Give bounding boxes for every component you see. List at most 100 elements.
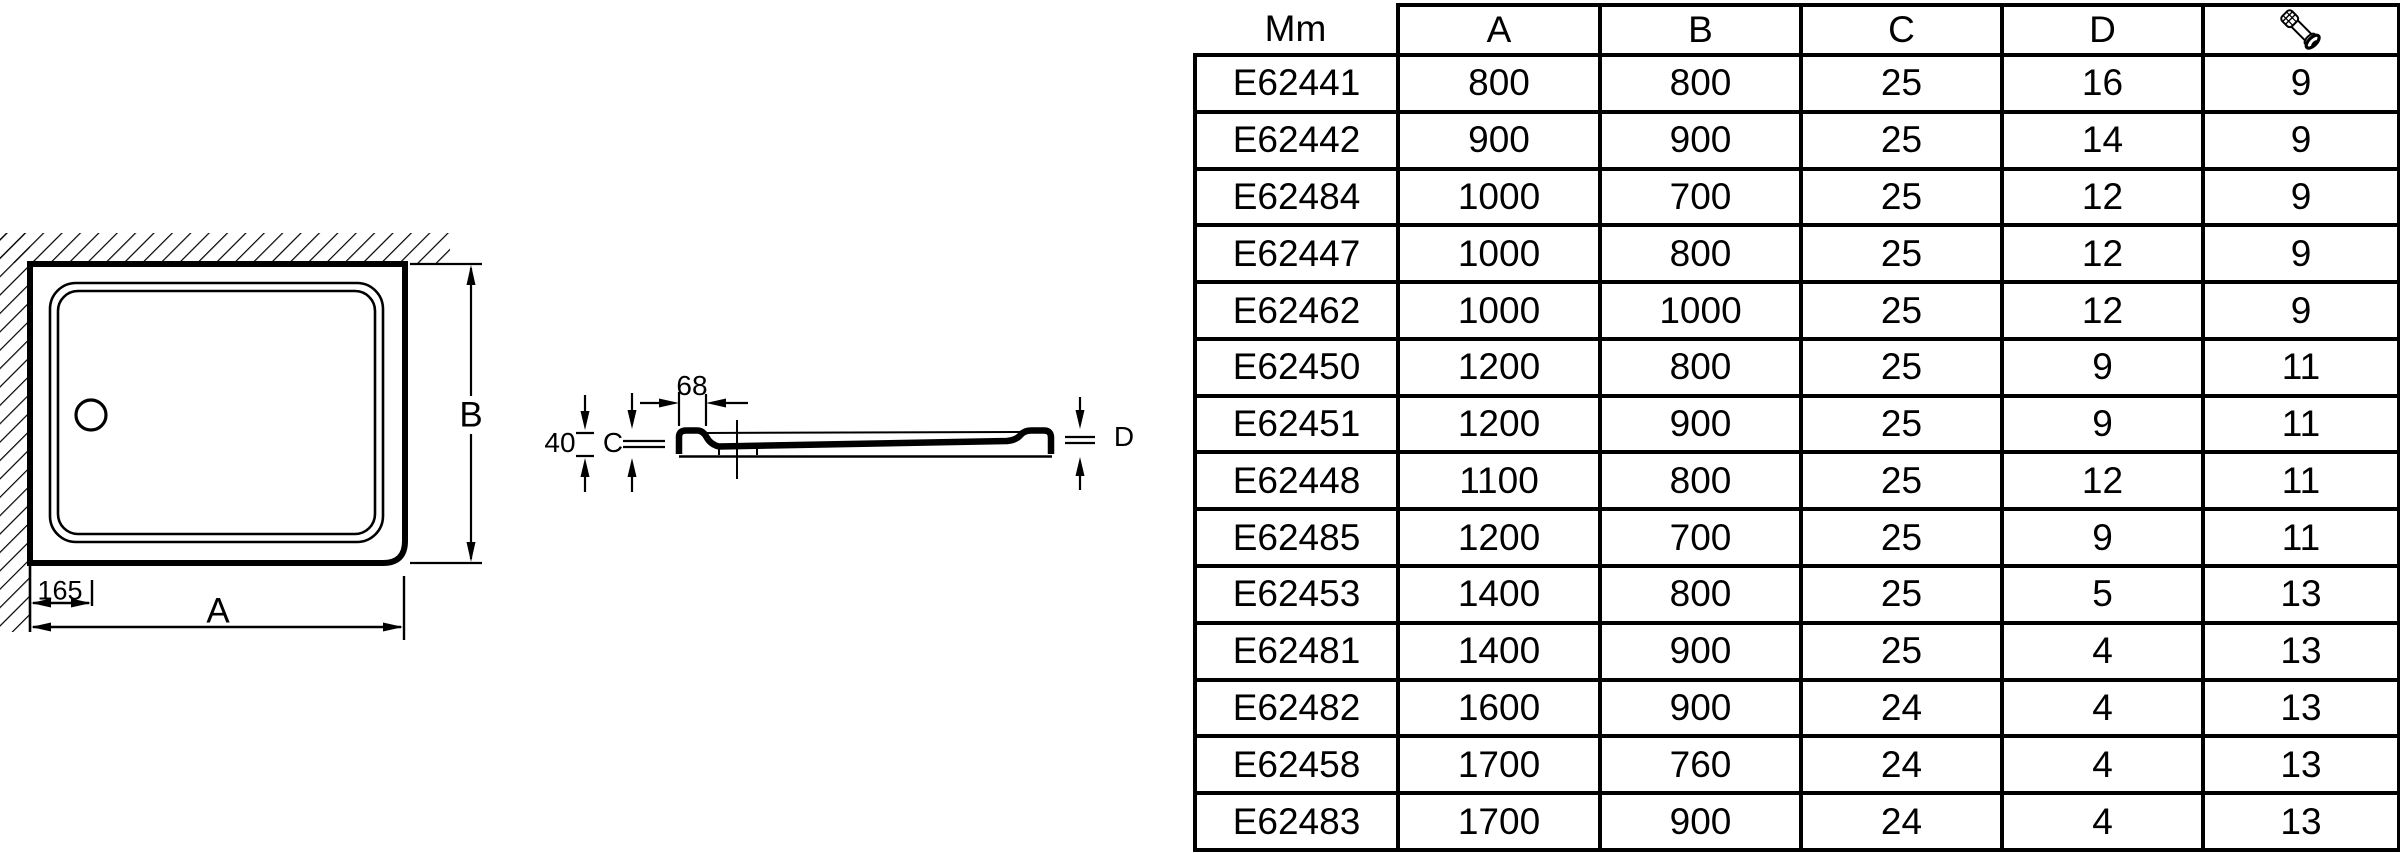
cell-b: 700 <box>1598 507 1803 569</box>
dimension-a <box>31 576 406 640</box>
cell-a: 1700 <box>1396 734 1602 796</box>
cell-ref: E62484 <box>1193 166 1400 228</box>
cell-d: 4 <box>2000 734 2205 796</box>
drain-circle <box>74 398 108 432</box>
table-row: E62484 1000 700 25 12 9 <box>1193 166 2400 228</box>
table-row: E62451 1200 900 25 9 11 <box>1193 393 2400 455</box>
dimension-c <box>623 393 665 492</box>
cell-ref: E62481 <box>1193 620 1400 682</box>
cell-ref: E62482 <box>1193 677 1400 739</box>
cell-c: 25 <box>1799 450 2004 512</box>
cell-screw: 9 <box>2201 109 2400 171</box>
screw-icon <box>2280 9 2321 50</box>
table-row: E62462 1000 1000 25 12 9 <box>1193 280 2400 341</box>
dim-label-a: A <box>206 591 230 631</box>
cell-c: 25 <box>1799 507 2004 569</box>
cell-screw: 13 <box>2201 734 2400 796</box>
wall-hatch <box>0 233 450 632</box>
table-row: E62458 1700 760 24 4 13 <box>1193 734 2400 796</box>
tray-rim-inner <box>56 289 377 536</box>
cell-d: 4 <box>2000 620 2205 682</box>
technical-drawings: A B 165 68 40 C D <box>0 0 1160 853</box>
cell-ref: E62451 <box>1193 393 1400 455</box>
cell-a: 1000 <box>1396 280 1602 341</box>
cell-screw: 11 <box>2201 336 2400 398</box>
cell-d: 4 <box>2000 791 2205 852</box>
cell-c: 25 <box>1799 620 2004 682</box>
spec-table-body: E62441 800 800 25 16 9 E62442 900 900 25… <box>1193 53 2400 852</box>
cell-screw: 9 <box>2201 166 2400 228</box>
table-row: E62453 1400 800 25 5 13 <box>1193 564 2400 625</box>
cell-b: 800 <box>1598 336 1803 398</box>
dim-label-b: B <box>459 395 483 435</box>
dim-label-68: 68 <box>676 370 708 401</box>
cell-b: 800 <box>1598 564 1803 625</box>
header-row: Mm A B C D <box>1195 3 2400 57</box>
cell-screw: 13 <box>2201 677 2400 739</box>
cell-d: 12 <box>2000 450 2205 512</box>
cell-a: 1200 <box>1396 393 1602 455</box>
col-header-c: C <box>1799 3 2004 57</box>
cell-d: 12 <box>2000 166 2205 228</box>
dimension-rim-width <box>640 392 748 426</box>
cell-b: 700 <box>1598 166 1803 228</box>
cell-d: 14 <box>2000 109 2205 171</box>
cell-a: 900 <box>1396 109 1602 171</box>
top-view <box>0 233 482 640</box>
cell-screw: 11 <box>2201 450 2400 512</box>
dim-label-d: D <box>1113 421 1135 452</box>
table-row: E62481 1400 900 25 4 13 <box>1193 620 2400 682</box>
profile-outline <box>675 427 1055 454</box>
col-header-a: A <box>1396 3 1602 57</box>
table-row: E62482 1600 900 24 4 13 <box>1193 677 2400 739</box>
cell-b: 800 <box>1598 53 1803 114</box>
cell-ref: E62483 <box>1193 791 1400 852</box>
tray-outline <box>27 261 408 566</box>
dimension-drain-offset <box>31 580 94 608</box>
cell-d: 9 <box>2000 393 2205 455</box>
table-row: E62447 1000 800 25 12 9 <box>1193 223 2400 285</box>
cell-ref: E62462 <box>1193 280 1400 341</box>
cell-c: 24 <box>1799 734 2004 796</box>
cell-ref: E62453 <box>1193 564 1400 625</box>
cell-screw: 11 <box>2201 393 2400 455</box>
spec-table: Mm A B C D <box>1193 3 2400 852</box>
cell-ref: E62447 <box>1193 223 1400 285</box>
dimension-total-height <box>576 395 594 492</box>
cell-a: 800 <box>1396 53 1602 114</box>
profile-rim-edge <box>700 431 1022 434</box>
tray-rim-outer <box>48 281 385 544</box>
cell-a: 1200 <box>1396 336 1602 398</box>
cell-ref: E62441 <box>1193 53 1400 114</box>
dimension-b <box>410 262 482 565</box>
cell-b: 900 <box>1598 393 1803 455</box>
cell-d: 4 <box>2000 677 2205 739</box>
cell-c: 25 <box>1799 53 2004 114</box>
col-header-b: B <box>1598 3 1803 57</box>
cell-screw: 13 <box>2201 791 2400 852</box>
cell-a: 1000 <box>1396 223 1602 285</box>
cell-ref: E62458 <box>1193 734 1400 796</box>
cell-c: 25 <box>1799 109 2004 171</box>
cell-c: 25 <box>1799 336 2004 398</box>
drawing-canvas <box>0 233 1095 640</box>
cell-screw: 9 <box>2201 53 2400 114</box>
cell-a: 1200 <box>1396 507 1602 569</box>
cell-d: 16 <box>2000 53 2205 114</box>
cell-screw: 11 <box>2201 507 2400 569</box>
cell-d: 12 <box>2000 280 2205 341</box>
cell-screw: 9 <box>2201 280 2400 341</box>
table-row: E62441 800 800 25 16 9 <box>1193 53 2400 114</box>
section-view <box>576 392 1095 492</box>
cell-b: 900 <box>1598 791 1803 852</box>
cell-d: 9 <box>2000 336 2205 398</box>
cell-b: 900 <box>1598 677 1803 739</box>
cell-d: 12 <box>2000 223 2205 285</box>
cell-a: 1700 <box>1396 791 1602 852</box>
dim-label-165: 165 <box>37 575 83 606</box>
cell-c: 25 <box>1799 223 2004 285</box>
cell-b: 1000 <box>1598 280 1803 341</box>
cell-ref: E62442 <box>1193 109 1400 171</box>
dimension-d <box>1065 397 1095 490</box>
